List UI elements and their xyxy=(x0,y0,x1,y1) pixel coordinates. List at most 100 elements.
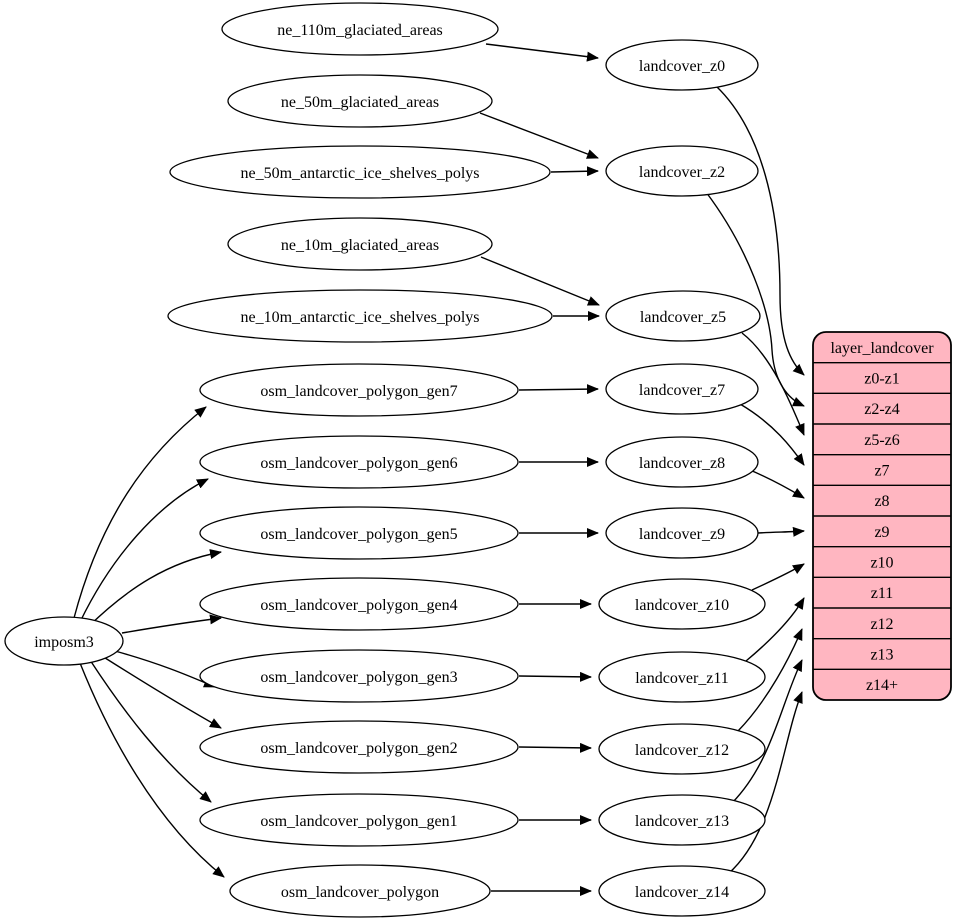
node-ne-110m-glaciated-areas: ne_110m_glaciated_areas xyxy=(221,2,499,56)
node-landcover-z8: landcover_z8 xyxy=(605,436,759,488)
node-shape xyxy=(229,864,491,918)
node-landcover-z5: landcover_z5 xyxy=(605,290,761,342)
node-shape xyxy=(605,507,759,559)
edge-imposm3-to-gen6 xyxy=(79,478,209,623)
node-shape xyxy=(598,723,766,775)
edge-z13-to-row-z13 xyxy=(731,659,803,804)
node-landcover-z0: landcover_z0 xyxy=(605,39,759,91)
node-shape xyxy=(199,577,519,631)
node-label: osm_landcover_polygon_gen2 xyxy=(260,740,457,757)
node-label: landcover_z14 xyxy=(635,884,729,901)
node-label: landcover_z12 xyxy=(635,742,729,759)
node-shape xyxy=(605,145,759,197)
node-landcover-z7: landcover_z7 xyxy=(605,363,759,415)
edge-ne10m-glac-to-z5 xyxy=(480,256,600,306)
node-shape xyxy=(199,435,519,489)
node-shape xyxy=(199,793,519,847)
node-ne-10m-glaciated-areas: ne_10m_glaciated_areas xyxy=(227,217,493,271)
node-landcover-z10: landcover_z10 xyxy=(598,578,766,630)
node-shape xyxy=(227,74,493,128)
edge-z14-to-row-z14plus xyxy=(727,691,803,875)
edge-ne50m-shelf-to-z2 xyxy=(550,166,599,177)
edge-z2-to-row-z2-z4 xyxy=(705,191,805,407)
layer-table-row-z13: z13 xyxy=(870,647,893,664)
layer-table-row-z12: z12 xyxy=(870,616,893,633)
node-label: landcover_z13 xyxy=(635,813,729,830)
node-shape xyxy=(598,578,766,630)
node-shape xyxy=(605,39,759,91)
edge-imposm3-to-gen2 xyxy=(101,655,222,729)
edge-gen7-to-z7 xyxy=(518,384,599,395)
node-label: landcover_z7 xyxy=(639,382,725,399)
layer-table-title: layer_landcover xyxy=(830,340,934,357)
node-landcover-z14: landcover_z14 xyxy=(598,865,766,917)
node-landcover-z9: landcover_z9 xyxy=(605,507,759,559)
edge-imposm3-to-gen5 xyxy=(87,549,222,628)
node-osm-landcover-polygon-gen1: osm_landcover_polygon_gen1 xyxy=(199,793,519,847)
layer-table-row-z11: z11 xyxy=(871,585,894,602)
node-label: ne_50m_glaciated_areas xyxy=(281,94,439,111)
node-shape xyxy=(598,794,766,846)
node-label: landcover_z2 xyxy=(639,164,725,181)
node-label: osm_landcover_polygon xyxy=(281,884,439,901)
layer-table-row-z9: z9 xyxy=(874,524,889,541)
edge-imposm3-to-gen1 xyxy=(89,659,212,803)
node-landcover-z13: landcover_z13 xyxy=(598,794,766,846)
node-landcover-z2: landcover_z2 xyxy=(605,145,759,197)
node-label: ne_50m_antarctic_ice_shelves_polys xyxy=(240,165,479,182)
node-osm-landcover-polygon-gen4: osm_landcover_polygon_gen4 xyxy=(199,577,519,631)
node-layer: imposm3 ne_110m_glaciated_areas ne_50m_g… xyxy=(4,2,766,918)
node-shape xyxy=(167,289,553,343)
layer-table-row-z5-z6: z5-z6 xyxy=(864,432,900,449)
node-label: landcover_z0 xyxy=(639,58,725,75)
edge-imposm3-to-gen4 xyxy=(121,614,222,634)
edge-gen3-to-z11 xyxy=(518,671,592,682)
layer-table-row-z2-z4: z2-z4 xyxy=(864,401,900,418)
edge-z8-to-row-z8 xyxy=(749,469,805,499)
node-label: ne_10m_antarctic_ice_shelves_polys xyxy=(240,309,479,326)
edge-ne50m-glac-to-z2 xyxy=(479,112,599,159)
node-label: landcover_z8 xyxy=(639,455,725,472)
node-landcover-z11: landcover_z11 xyxy=(598,651,766,703)
node-shape xyxy=(199,649,519,703)
node-label: osm_landcover_polygon_gen6 xyxy=(260,455,457,472)
node-label: landcover_z11 xyxy=(635,670,729,687)
edge-z12-to-row-z12 xyxy=(737,628,803,732)
layer-table-row-z14plus: z14+ xyxy=(866,677,898,694)
node-label: landcover_z5 xyxy=(640,309,726,326)
edge-gen2-to-z12 xyxy=(518,742,592,753)
layer-table-row-z10: z10 xyxy=(870,555,893,572)
node-osm-landcover-polygon-gen6: osm_landcover_polygon_gen6 xyxy=(199,435,519,489)
node-ne-10m-antarctic-ice-shelves-polys: ne_10m_antarctic_ice_shelves_polys xyxy=(167,289,553,343)
node-osm-landcover-polygon-gen7: osm_landcover_polygon_gen7 xyxy=(199,363,519,417)
node-shape xyxy=(605,363,759,415)
node-osm-landcover-polygon-gen5: osm_landcover_polygon_gen5 xyxy=(199,506,519,560)
node-imposm3-shape xyxy=(4,616,124,666)
edge-ne110m-to-z0 xyxy=(485,43,599,62)
node-imposm3: imposm3 xyxy=(4,616,124,666)
node-label: landcover_z10 xyxy=(635,597,729,614)
node-shape xyxy=(199,720,519,774)
node-label: ne_10m_glaciated_areas xyxy=(281,237,439,254)
edge-imposm3-to-gen7 xyxy=(73,406,207,619)
edge-imposm3-to-polygon xyxy=(79,662,225,878)
node-shape xyxy=(605,290,761,342)
node-label: osm_landcover_polygon_gen5 xyxy=(260,526,457,543)
node-shape xyxy=(227,217,493,271)
layer-table-row-z7: z7 xyxy=(874,463,889,480)
node-label: ne_110m_glaciated_areas xyxy=(277,22,443,39)
node-imposm3-label: imposm3 xyxy=(34,634,94,651)
node-shape xyxy=(221,2,499,56)
edge-z0-to-row-z0-z1 xyxy=(715,85,805,376)
node-label: osm_landcover_polygon_gen7 xyxy=(260,383,457,400)
edge-z5-to-row-z5-z6 xyxy=(741,332,805,436)
layer-landcover-table: layer_landcover z0-z1 z2-z4 z5-z6 z7 z8 … xyxy=(812,331,952,701)
node-shape xyxy=(598,865,766,917)
node-label: osm_landcover_polygon_gen1 xyxy=(260,813,457,830)
layer-table-row-z8: z8 xyxy=(874,493,889,510)
node-osm-landcover-polygon: osm_landcover_polygon xyxy=(229,864,491,918)
node-landcover-z12: landcover_z12 xyxy=(598,723,766,775)
edge-z9-to-row-z9 xyxy=(757,526,805,537)
